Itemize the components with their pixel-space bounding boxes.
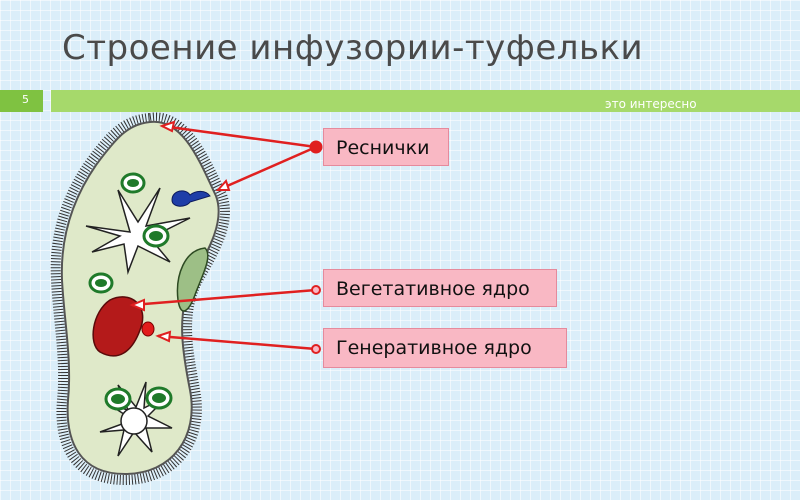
slide-title: Строение инфузории-туфельки — [62, 28, 644, 68]
slide-number: 5 — [22, 93, 29, 106]
callout-cilia-label: Реснички — [336, 137, 430, 159]
macronucleus — [92, 296, 144, 357]
callout-vegetative-nucleus-label: Вегетативное ядро — [336, 278, 530, 300]
ghost-text: это интересно — [605, 97, 697, 111]
food-vacuoles — [88, 172, 173, 411]
callout-vegetative-nucleus: Вегетативное ядро — [323, 269, 557, 307]
arrow-heads — [129, 120, 231, 343]
callout-cilia: Реснички — [323, 128, 449, 166]
callout-generative-nucleus: Генеративное ядро — [323, 328, 567, 368]
cell-body — [60, 120, 220, 476]
title-divider-bar — [51, 90, 800, 112]
slide-number-bar — [0, 90, 43, 112]
blue-vacuole — [171, 190, 211, 207]
food-vacuole-cores — [95, 179, 166, 404]
callout-generative-nucleus-label: Генеративное ядро — [336, 337, 532, 359]
upper-contractile-vacuole — [85, 187, 191, 275]
micronucleus — [141, 321, 155, 337]
arrow-anchors — [309, 140, 323, 354]
oral-groove — [176, 247, 209, 312]
pointer-arrows — [131, 124, 317, 351]
